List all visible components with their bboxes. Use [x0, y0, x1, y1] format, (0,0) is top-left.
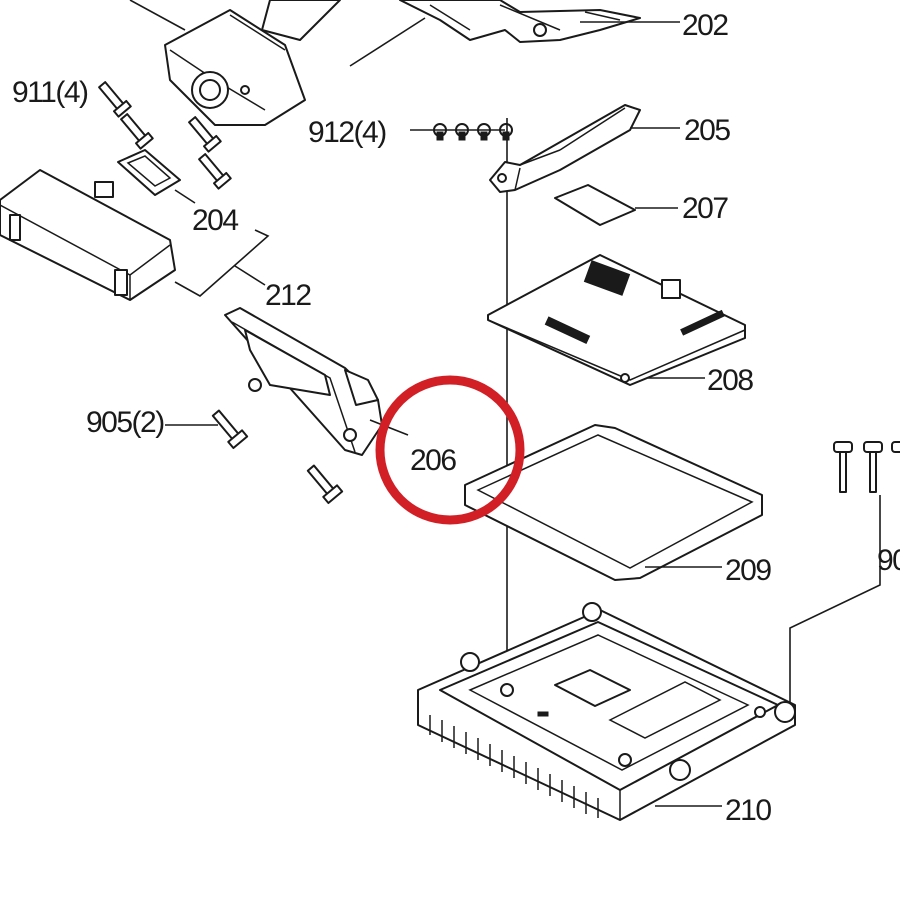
part-207-pad — [554, 184, 636, 226]
label-911: 911(4) — [12, 76, 88, 109]
label-208: 208 — [707, 364, 753, 397]
label-207: 207 — [682, 192, 728, 225]
part-206-bracket — [224, 307, 383, 456]
long-screws-90x — [833, 441, 900, 493]
label-905: 905(2) — [86, 406, 164, 439]
label-912: 912(4) — [308, 116, 386, 149]
screws-911 — [98, 81, 232, 190]
connector-block — [0, 169, 176, 301]
part-208-circuit-board — [487, 254, 746, 386]
highlight-circle — [375, 375, 525, 525]
camera-module — [164, 9, 306, 126]
label-210: 210 — [725, 794, 771, 827]
label-204: 204 — [192, 204, 238, 237]
gasket-204 — [117, 149, 181, 196]
label-212: 212 — [265, 279, 311, 312]
part-209-gasket — [464, 424, 763, 581]
label-205: 205 — [684, 114, 730, 147]
screws-905 — [211, 409, 344, 505]
label-202: 202 — [682, 9, 728, 42]
label-90x: 90 — [877, 544, 900, 577]
part-205-clip — [489, 104, 641, 193]
label-206: 206 — [410, 444, 456, 477]
label-209: 209 — [725, 554, 771, 587]
part-202-bracket — [261, 0, 641, 43]
part-210-housing — [417, 602, 796, 821]
screws-912 — [433, 123, 513, 141]
